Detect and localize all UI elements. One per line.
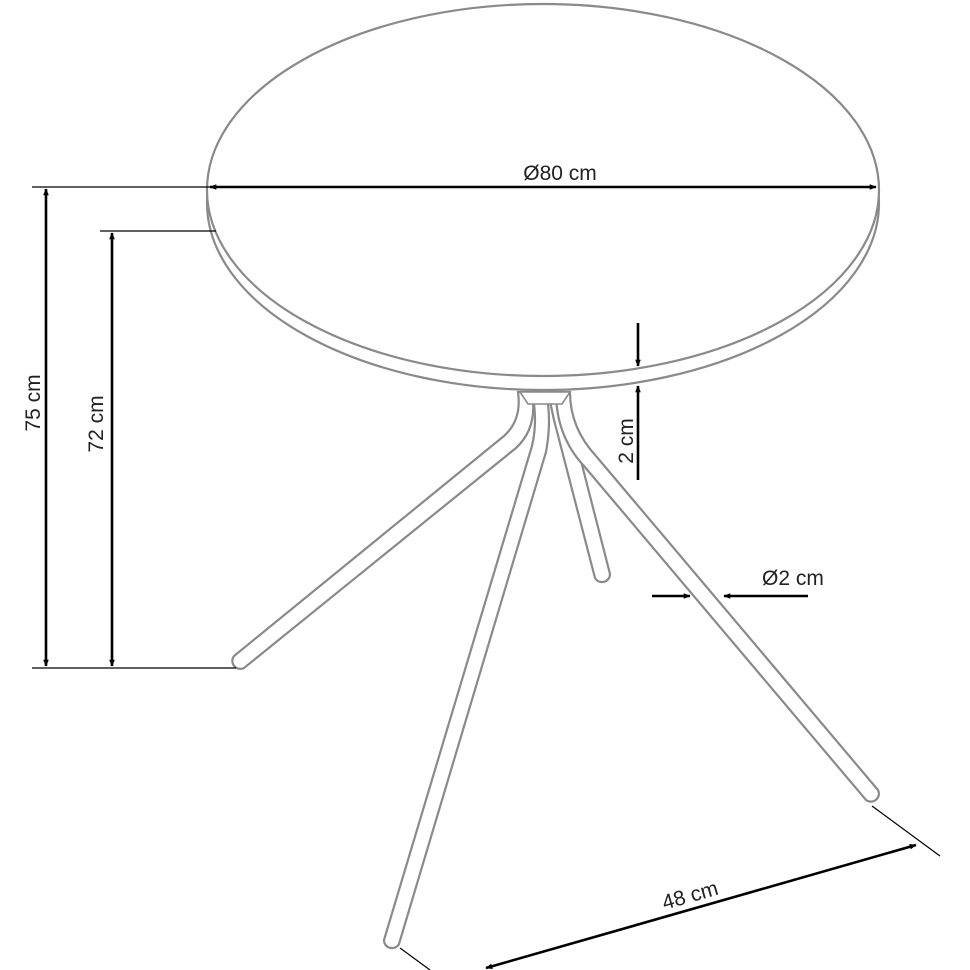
total-height-dimension: 75 cm — [22, 186, 236, 669]
leg-left — [231, 390, 535, 670]
leg-span-arrow — [485, 843, 917, 970]
leg-front — [382, 390, 551, 950]
thickness-dimension: 2 cm — [615, 323, 641, 480]
leg-diameter-label: Ø2 cm — [762, 567, 824, 590]
leg-height-label: 72 cm — [85, 395, 108, 452]
table-top — [205, 2, 881, 392]
leg-hub — [518, 391, 572, 405]
diameter-dimension: Ø80 cm — [209, 162, 877, 190]
leg-height-dimension: 72 cm — [85, 230, 216, 667]
leg-span-ext-right — [871, 805, 941, 857]
leg-diameter-dimension: Ø2 cm — [652, 567, 824, 599]
total-height-label: 75 cm — [22, 374, 45, 431]
table-legs — [231, 390, 880, 950]
leg-right — [554, 390, 880, 803]
thickness-label: 2 cm — [615, 418, 638, 464]
table-top-surface — [205, 2, 881, 378]
leg-span-dimension: 48 cm — [399, 805, 941, 970]
leg-span-ext-left — [399, 947, 431, 970]
diameter-label: Ø80 cm — [523, 162, 597, 185]
leg-back — [546, 390, 612, 584]
